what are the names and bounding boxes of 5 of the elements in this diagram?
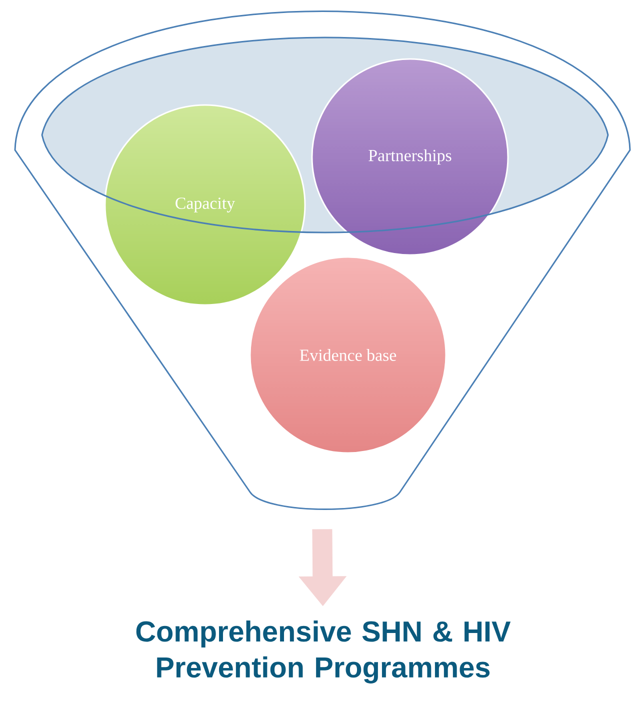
funnel-drawing <box>14 10 631 510</box>
circle-label: Capacity <box>176 198 236 212</box>
circle-label: Partnerships <box>368 149 452 165</box>
circle-label: Evidence base <box>300 349 396 361</box>
title: Comprehensive SHN & HIV Prevention Programmes <box>136 620 511 684</box>
